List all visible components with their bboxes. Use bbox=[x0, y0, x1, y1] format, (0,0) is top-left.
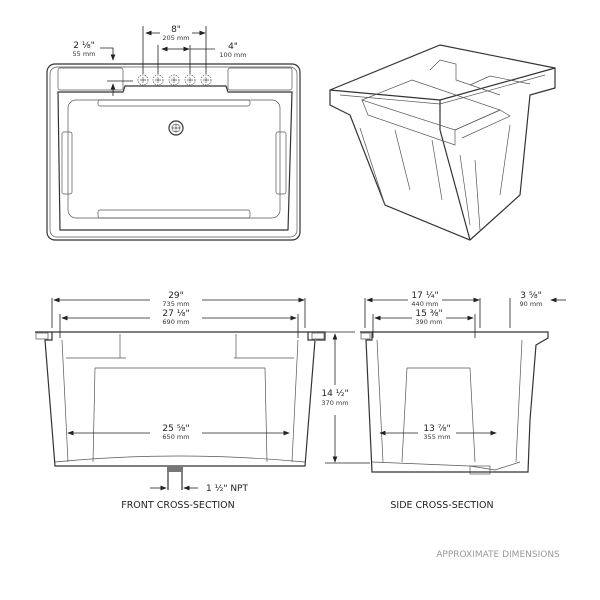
top-view: 8" 205 mm 4" 100 mm 2 ⅛" 55 mm bbox=[46, 25, 301, 241]
top-inner-width-mm: 690 mm bbox=[162, 318, 189, 326]
drain-size: 1 ½" NPT bbox=[206, 484, 248, 494]
bottom-inner-depth-in: 13 ⅞" bbox=[423, 424, 450, 434]
hole-spacing-total-in: 8" bbox=[171, 25, 181, 35]
overall-width-mm: 735 mm bbox=[162, 300, 189, 308]
top-inner-depth-in: 15 ⅜" bbox=[415, 309, 442, 319]
approximate-dimensions-note: APPROXIMATE DIMENSIONS bbox=[436, 550, 560, 560]
hole-spacing-center-mm: 100 mm bbox=[219, 51, 246, 59]
overall-width-in: 29" bbox=[168, 291, 184, 301]
height-mm: 370 mm bbox=[321, 399, 348, 407]
deck-in: 3 ⅝" bbox=[520, 291, 541, 301]
deck-depth-in: 2 ⅛" bbox=[73, 41, 94, 51]
top-inner-depth-mm: 390 mm bbox=[415, 318, 442, 326]
deck-depth-mm: 55 mm bbox=[72, 50, 95, 58]
height-in: 14 ½" bbox=[321, 389, 348, 399]
isometric-view bbox=[329, 44, 556, 241]
overall-depth-mm: 440 mm bbox=[411, 300, 438, 308]
side-section-label: SIDE CROSS-SECTION bbox=[390, 500, 493, 511]
faucet-holes bbox=[137, 74, 212, 86]
side-cross-section: 17 ¼" 440 mm 3 ⅝" 90 mm 15 ⅜" 390 mm 13 … bbox=[321, 291, 566, 511]
drain-icon bbox=[168, 120, 184, 136]
hole-spacing-total-mm: 205 mm bbox=[162, 34, 189, 42]
front-section-label: FRONT CROSS-SECTION bbox=[121, 500, 235, 511]
bottom-inner-width-in: 25 ⅝" bbox=[162, 424, 189, 434]
bottom-inner-depth-mm: 355 mm bbox=[423, 433, 450, 441]
overall-depth-in: 17 ¼" bbox=[411, 291, 438, 301]
deck-mm: 90 mm bbox=[519, 300, 542, 308]
hole-spacing-center-in: 4" bbox=[228, 42, 238, 52]
front-cross-section: 29" 735 mm 27 ⅛" 690 mm 25 ⅝" 650 mm 1 ½… bbox=[35, 291, 326, 511]
bottom-inner-width-mm: 650 mm bbox=[162, 433, 189, 441]
top-inner-width-in: 27 ⅛" bbox=[162, 309, 189, 319]
